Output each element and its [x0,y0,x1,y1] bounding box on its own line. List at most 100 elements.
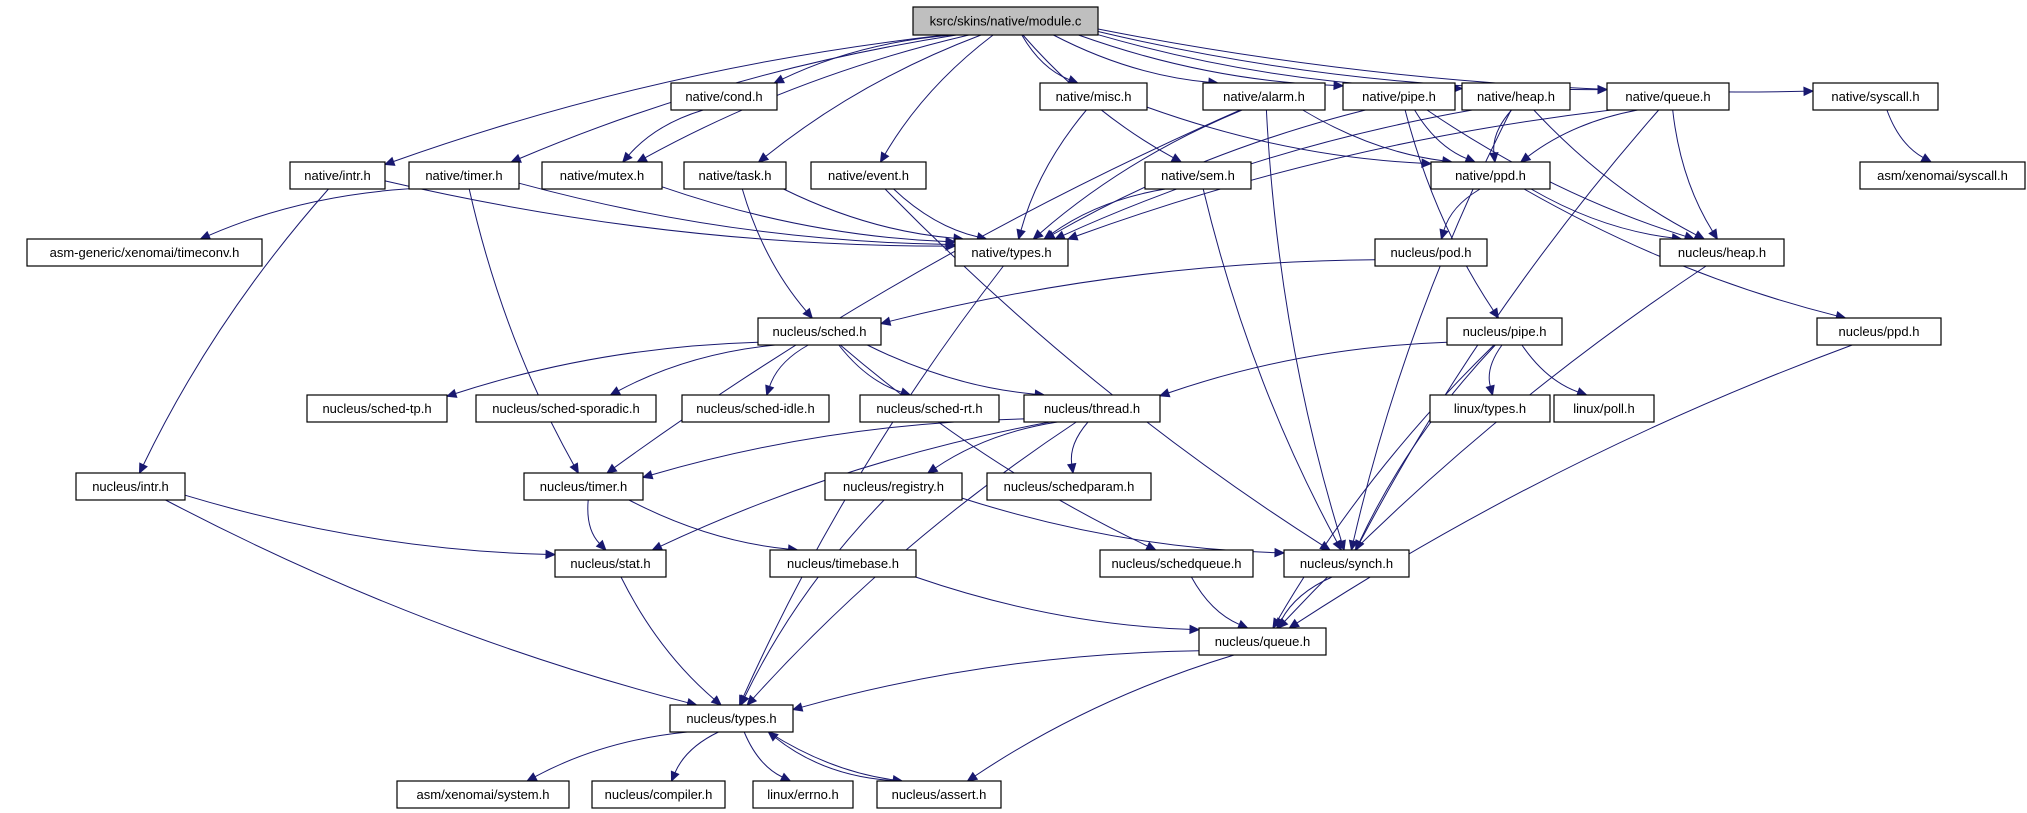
edge-line [893,188,978,238]
node-schedsporadic[interactable]: nucleus/sched-sporadic.h [475,394,657,423]
node-ntypes[interactable]: native/types.h [954,238,1069,267]
edge-line [1190,576,1240,625]
node-pod[interactable]: nucleus/pod.h [1374,238,1488,267]
node-module[interactable]: ksrc/skins/native/module.c [912,6,1099,36]
node-schedidle[interactable]: nucleus/sched-idle.h [681,394,830,423]
node-box [408,161,520,190]
node-label: native/alarm.h [1223,89,1305,104]
node-event[interactable]: native/event.h [810,161,927,190]
arrowhead [1066,462,1077,475]
edge-ntimer-to-timebase [628,499,799,554]
node-timer[interactable]: native/timer.h [408,161,520,190]
node-nheap[interactable]: nucleus/heap.h [1659,238,1785,267]
node-heap[interactable]: native/heap.h [1461,82,1571,111]
node-pipe[interactable]: native/pipe.h [1342,82,1456,111]
node-box [1023,394,1161,423]
node-syscall[interactable]: native/syscall.h [1812,82,1939,111]
node-xsystem[interactable]: asm/xenomai/system.h [396,780,570,809]
node-box [1606,82,1730,111]
node-label: asm-generic/xenomai/timeconv.h [50,245,240,260]
node-schedrt[interactable]: nucleus/sched-rt.h [859,394,1000,423]
node-synch[interactable]: nucleus/synch.h [1283,549,1410,578]
node-timebase[interactable]: nucleus/timebase.h [769,549,917,578]
arrowhead [1693,230,1706,240]
arrowhead [945,236,957,247]
edge-ntimer-to-stat [587,499,607,551]
node-lpoll[interactable]: linux/poll.h [1553,394,1655,423]
node-nqueue[interactable]: nucleus/queue.h [1198,627,1327,656]
node-nppd[interactable]: native/ppd.h [1430,161,1551,190]
edge-line [935,421,1058,469]
edge-module-to-task [757,34,982,163]
node-timeconv[interactable]: asm-generic/xenomai/timeconv.h [26,238,263,267]
node-mutex[interactable]: native/mutex.h [541,161,663,190]
node-box [591,780,726,809]
node-label: native/pipe.h [1362,89,1436,104]
node-assert[interactable]: nucleus/assert.h [876,780,1002,809]
node-sched[interactable]: nucleus/sched.h [757,317,882,346]
arrowhead [1920,153,1933,163]
edge-line [1493,109,1512,154]
edge-line [393,34,946,162]
node-box [683,161,787,190]
node-queue[interactable]: native/queue.h [1606,82,1730,111]
node-errno[interactable]: linux/errno.h [752,780,854,809]
node-thread[interactable]: nucleus/thread.h [1023,394,1161,423]
edge-nppd-to-nheap [1530,188,1683,243]
arrowhead [1066,231,1079,241]
edge-line [620,576,715,700]
edge-line [782,34,954,80]
node-stat[interactable]: nucleus/stat.h [554,549,667,578]
node-label: nucleus/sched-idle.h [696,401,815,416]
node-label: native/intr.h [304,168,371,183]
edge-line [915,576,1191,630]
edge-npipe-to-ltypes [1485,344,1503,397]
node-label: linux/errno.h [767,787,839,802]
edge-thread-to-registry [926,421,1058,474]
edge-line [1426,109,1686,237]
edge-queue-to-ntypes [1066,109,1612,241]
node-xsyscall[interactable]: asm/xenomai/syscall.h [1859,161,2026,190]
node-box [475,394,657,423]
node-intr[interactable]: native/intr.h [289,161,386,190]
edge-line [1063,109,1473,236]
node-nintr[interactable]: nucleus/intr.h [75,472,186,501]
node-schedqueue[interactable]: nucleus/schedqueue.h [1099,549,1254,578]
node-box [1202,82,1326,111]
edge-intr-to-ntypes [384,180,957,251]
node-schedtp[interactable]: nucleus/sched-tp.h [306,394,448,423]
arrowhead [595,539,607,551]
edge-stat-to-nuctypes [620,576,722,706]
edge-thread-to-schedparam [1066,421,1089,475]
node-nucppd[interactable]: nucleus/ppd.h [1816,317,1942,346]
node-box [1374,238,1488,267]
node-label: native/cond.h [685,89,762,104]
node-nuctypes[interactable]: nucleus/types.h [669,704,794,733]
edge-line [884,188,1323,546]
node-cond[interactable]: native/cond.h [670,82,778,111]
node-compiler[interactable]: nucleus/compiler.h [591,780,726,809]
node-box [1144,161,1252,190]
node-registry[interactable]: nucleus/registry.h [824,472,963,501]
arrowhead [1237,619,1249,629]
node-task[interactable]: native/task.h [683,161,787,190]
edge-thread-to-ntimer [641,418,1025,480]
edge-nintr-to-nuctypes [165,499,698,708]
node-ntimer[interactable]: nucleus/timer.h [523,472,644,501]
edge-timer-to-ntimer [468,188,579,475]
node-npipe[interactable]: nucleus/pipe.h [1446,317,1563,346]
node-label: nucleus/stat.h [570,556,650,571]
node-box [1859,161,2026,190]
edge-line [1533,109,1697,236]
node-label: nucleus/types.h [686,711,776,726]
node-box [769,549,917,578]
node-sem[interactable]: native/sem.h [1144,161,1252,190]
edge-line [587,499,600,544]
node-alarm[interactable]: native/alarm.h [1202,82,1326,111]
edge-line [1296,344,1853,624]
node-misc[interactable]: native/misc.h [1039,82,1148,111]
node-ltypes[interactable]: linux/types.h [1429,394,1551,423]
node-schedparam[interactable]: nucleus/schedparam.h [986,472,1152,501]
edge-sched-to-schedidle [765,344,809,397]
